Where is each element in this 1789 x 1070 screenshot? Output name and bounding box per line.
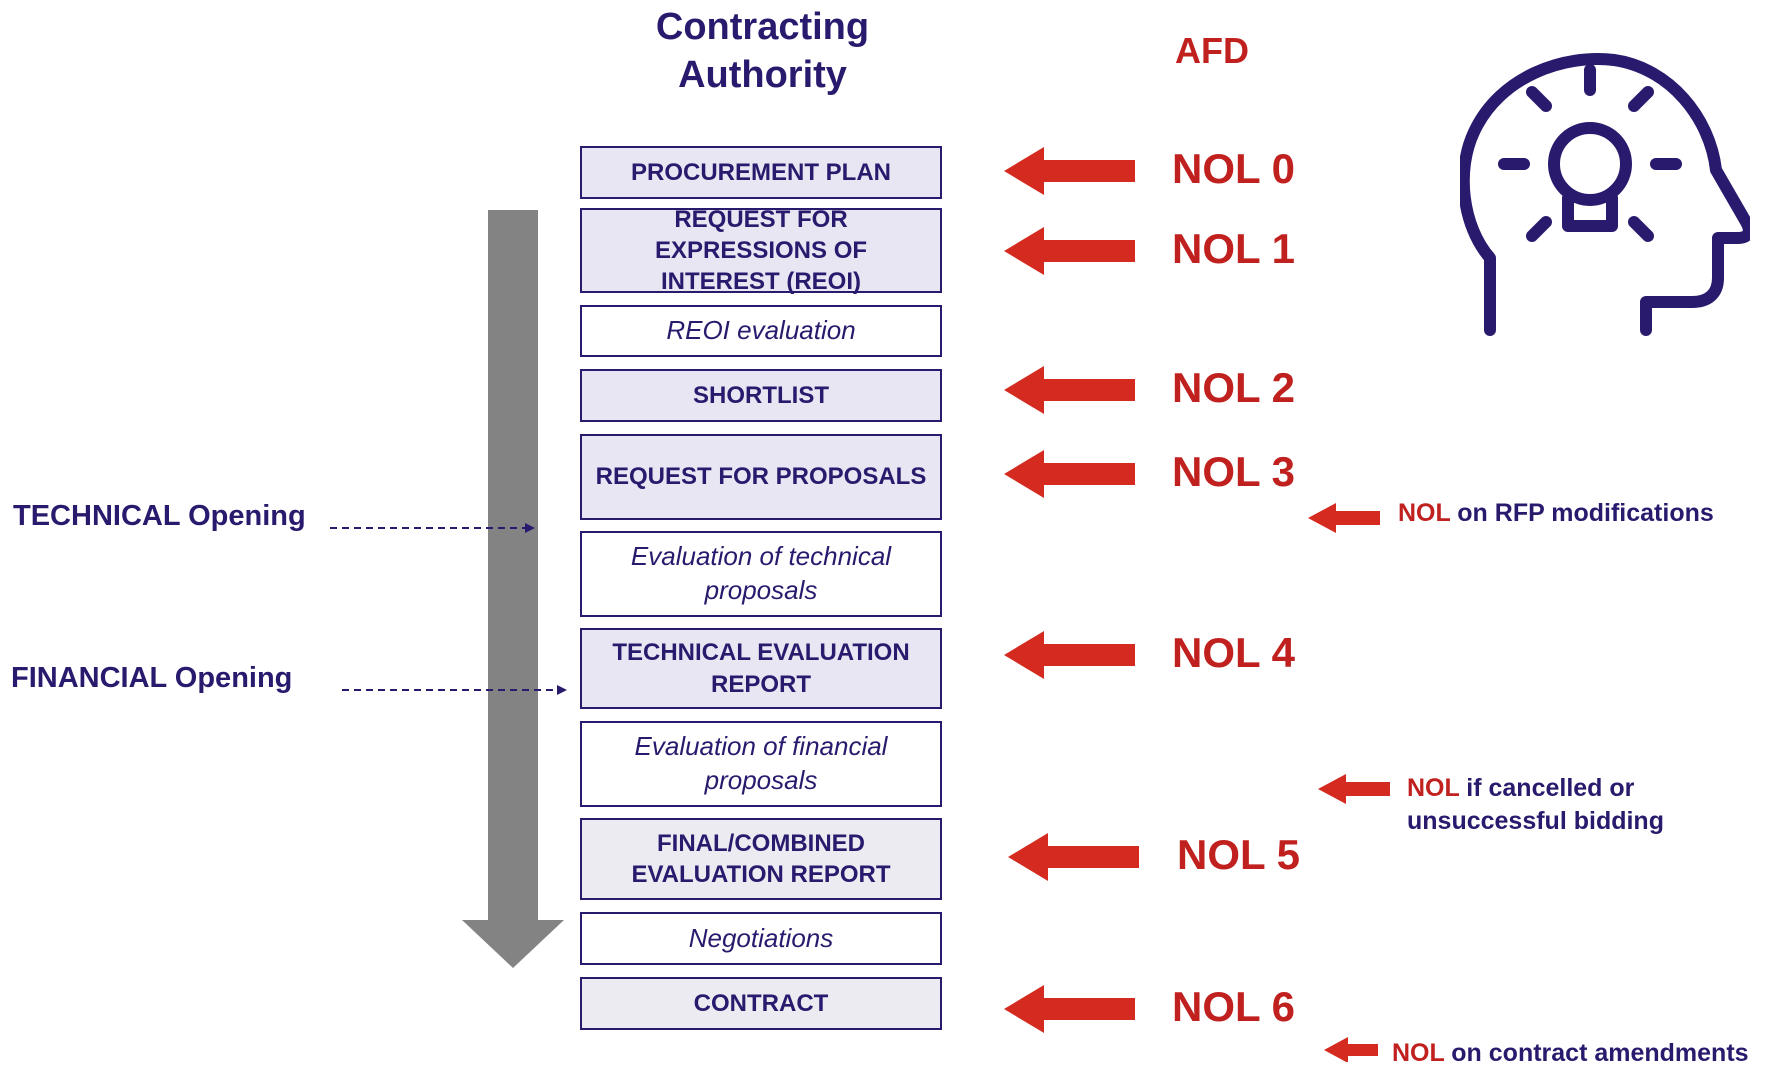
note-prefix: NOL <box>1407 774 1460 802</box>
red-arrow-nol-1 <box>1004 227 1135 275</box>
note-text: if cancelled or unsuccessful bidding <box>1407 774 1664 835</box>
nol-6-label: NOL 6 <box>1172 983 1295 1030</box>
nol-4-label: NOL 4 <box>1172 629 1295 676</box>
red-arrow-nol-3 <box>1004 450 1135 498</box>
nol-3-label: NOL 3 <box>1172 448 1295 495</box>
step-technical-evaluation-report: TECHNICAL EVALUATION REPORT <box>580 628 942 709</box>
note-text: on RFP modifications <box>1457 499 1714 527</box>
note-text: on contract amendments <box>1451 1039 1749 1067</box>
red-arrow-note-amendments <box>1324 1037 1378 1062</box>
red-arrow-nol-2 <box>1004 366 1135 414</box>
red-arrow-nol-6 <box>1004 985 1135 1033</box>
nol-2-label: NOL 2 <box>1172 364 1295 411</box>
financial-opening-label: FINANCIAL Opening <box>11 662 293 694</box>
nol-5-label: NOL 5 <box>1177 831 1300 878</box>
step-shortlist: SHORTLIST <box>580 369 942 422</box>
red-arrow-nol-5 <box>1008 833 1139 881</box>
contracting-authority-header: Contracting Authority <box>655 6 870 96</box>
nol-0-label: NOL 0 <box>1172 145 1295 192</box>
head-lightbulb-icon <box>1460 53 1750 336</box>
step-contract: CONTRACT <box>580 977 942 1030</box>
step-procurement-plan: PROCUREMENT PLAN <box>580 146 942 199</box>
step-financial-evaluation: Evaluation of financial proposals <box>580 721 942 807</box>
step-negotiations: Negotiations <box>580 912 942 965</box>
step-request-for-proposals: REQUEST FOR PROPOSALS <box>580 434 942 520</box>
step-reoi-request: REQUEST FOR EXPRESSIONS OF INTEREST (REO… <box>580 206 942 295</box>
note-contract-amendments: NOL on contract amendments <box>1392 1037 1749 1070</box>
note-cancelled-bidding: NOL if cancelled or unsuccessful bidding <box>1407 772 1707 837</box>
note-prefix: NOL <box>1392 1039 1445 1067</box>
note-rfp-modifications: NOL on RFP modifications <box>1398 497 1714 530</box>
step-reoi-evaluation: REOI evaluation <box>580 305 942 357</box>
step-final-evaluation-report: FINAL/COMBINED EVALUATION REPORT <box>580 818 942 900</box>
step-technical-evaluation: Evaluation of technical proposals <box>580 531 942 617</box>
red-arrow-note-cancelled <box>1318 774 1390 804</box>
red-arrow-nol-0 <box>1004 147 1135 195</box>
technical-opening-label: TECHNICAL Opening <box>13 500 306 532</box>
nol-1-label: NOL 1 <box>1172 225 1295 272</box>
red-arrow-nol-4 <box>1004 631 1135 679</box>
note-prefix: NOL <box>1398 499 1451 527</box>
red-arrow-note-rfp <box>1308 503 1380 533</box>
afd-header: AFD <box>1175 30 1249 71</box>
